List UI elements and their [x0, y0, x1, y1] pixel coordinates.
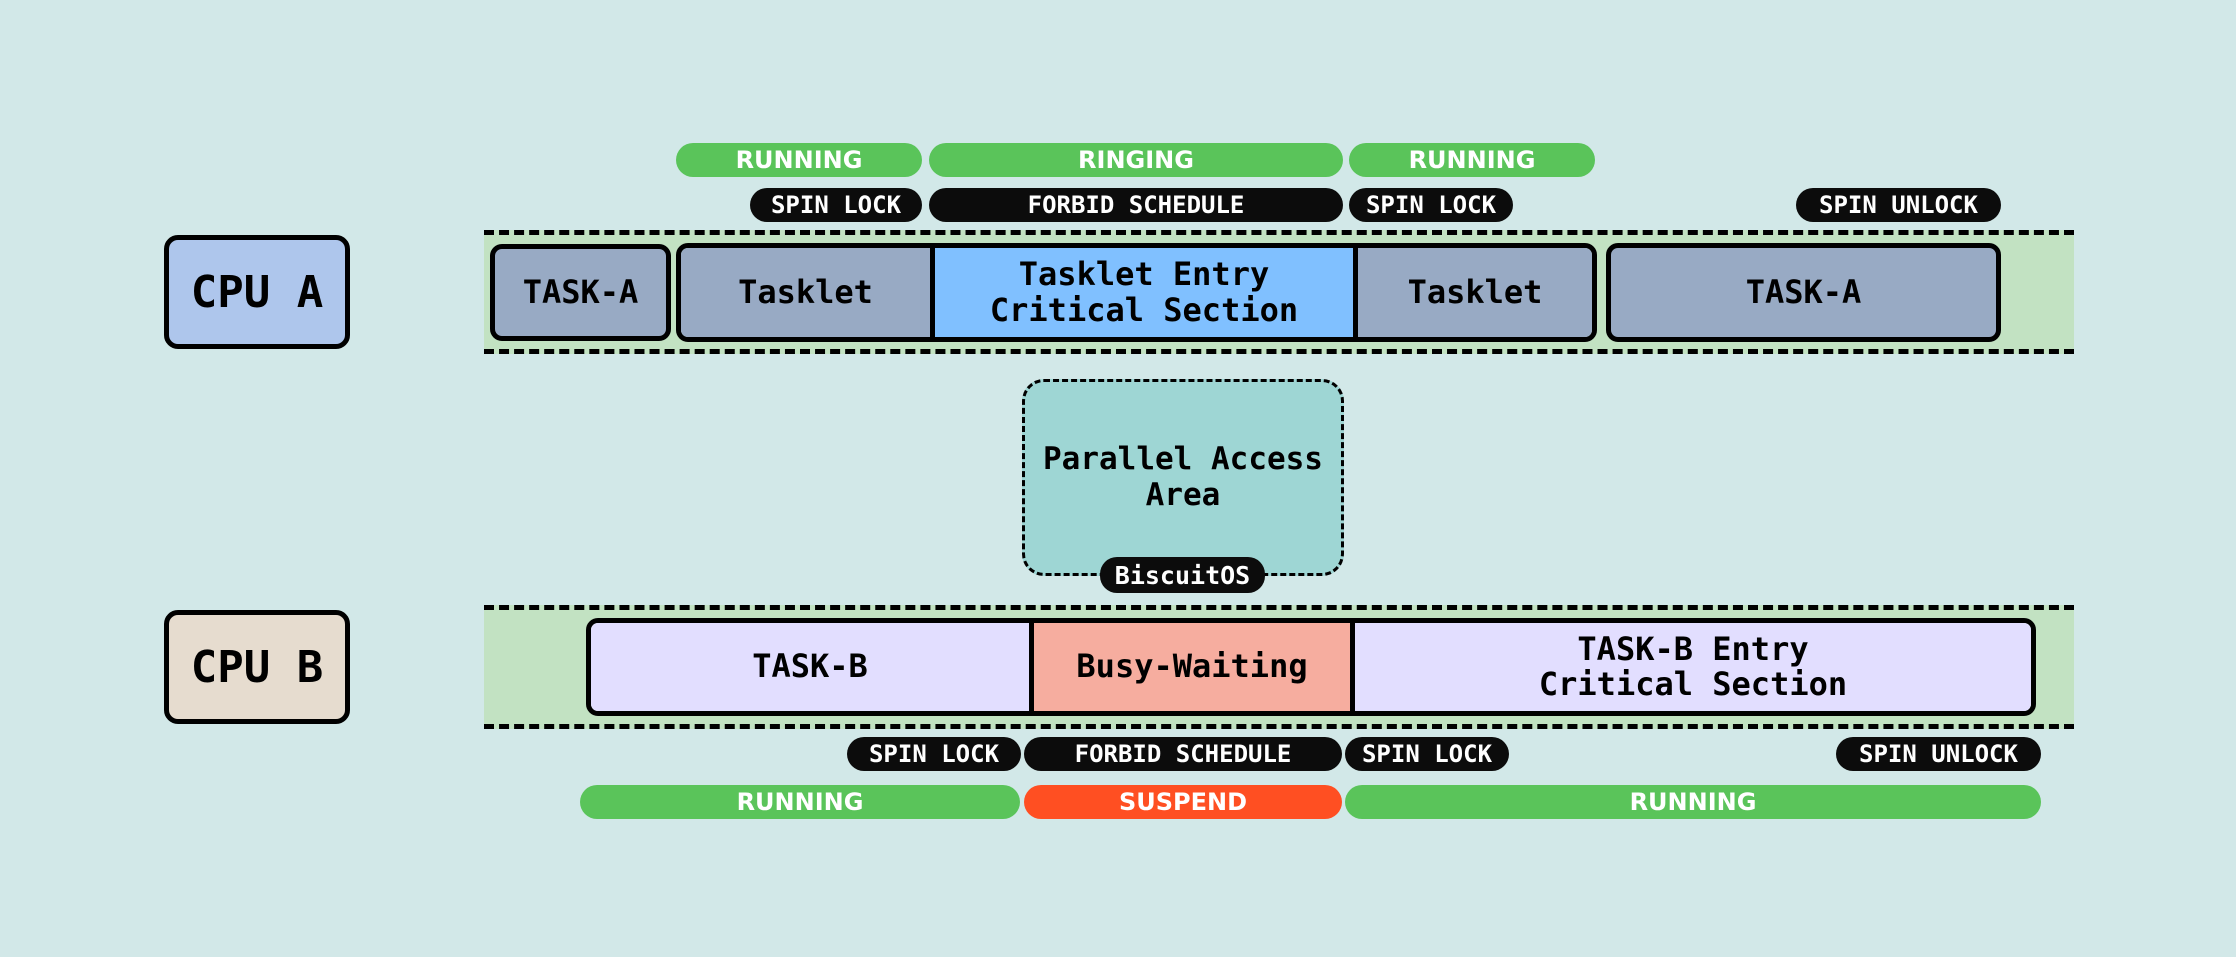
cpu-a-tasklet-1: Tasklet [681, 248, 935, 337]
cpu-b-status-running-2: RUNNING [1345, 785, 2041, 819]
cpu-b-spin-unlock: SPIN UNLOCK [1836, 737, 2041, 771]
cpu-a-tasklet-2: Tasklet [1358, 248, 1592, 337]
biscuitos-badge: BiscuitOS [1100, 557, 1265, 593]
cpu-a-spin-lock-1: SPIN LOCK [750, 188, 922, 222]
cpu-a-status-running-1: RUNNING [676, 143, 922, 177]
cpu-a-status-running-2: RUNNING [1349, 143, 1595, 177]
parallel-access-label: Parallel Access Area [1043, 440, 1323, 513]
cpu-b-spin-lock-2: SPIN LOCK [1345, 737, 1509, 771]
cpu-a-label: CPU A [164, 235, 350, 349]
cpu-a-forbid-schedule: FORBID SCHEDULE [929, 188, 1343, 222]
cpu-a-tasklet-group: Tasklet Tasklet Entry Critical Section T… [676, 243, 1597, 342]
cpu-a-spin-lock-2: SPIN LOCK [1349, 188, 1513, 222]
cpu-b-label: CPU B [164, 610, 350, 724]
cpu-a-critical-section: Tasklet Entry Critical Section [935, 248, 1358, 337]
parallel-access-area: Parallel Access Area [1022, 379, 1344, 576]
cpu-a-spin-unlock: SPIN UNLOCK [1796, 188, 2001, 222]
cpu-b-task-b: TASK-B [591, 623, 1034, 711]
cpu-b-forbid-schedule: FORBID SCHEDULE [1024, 737, 1342, 771]
cpu-b-spin-lock-1: SPIN LOCK [847, 737, 1021, 771]
cpu-a-task-a-1: TASK-A [490, 244, 671, 341]
cpu-b-status-suspend: SUSPEND [1024, 785, 1342, 819]
cpu-a-status-ringing: RINGING [929, 143, 1343, 177]
cpu-b-critical-section: TASK-B Entry Critical Section [1355, 623, 2031, 711]
cpu-b-task-group: TASK-B Busy-Waiting TASK-B Entry Critica… [586, 618, 2036, 716]
cpu-a-task-a-2: TASK-A [1606, 243, 2001, 342]
cpu-b-busy-waiting: Busy-Waiting [1034, 623, 1355, 711]
cpu-b-status-running-1: RUNNING [580, 785, 1020, 819]
